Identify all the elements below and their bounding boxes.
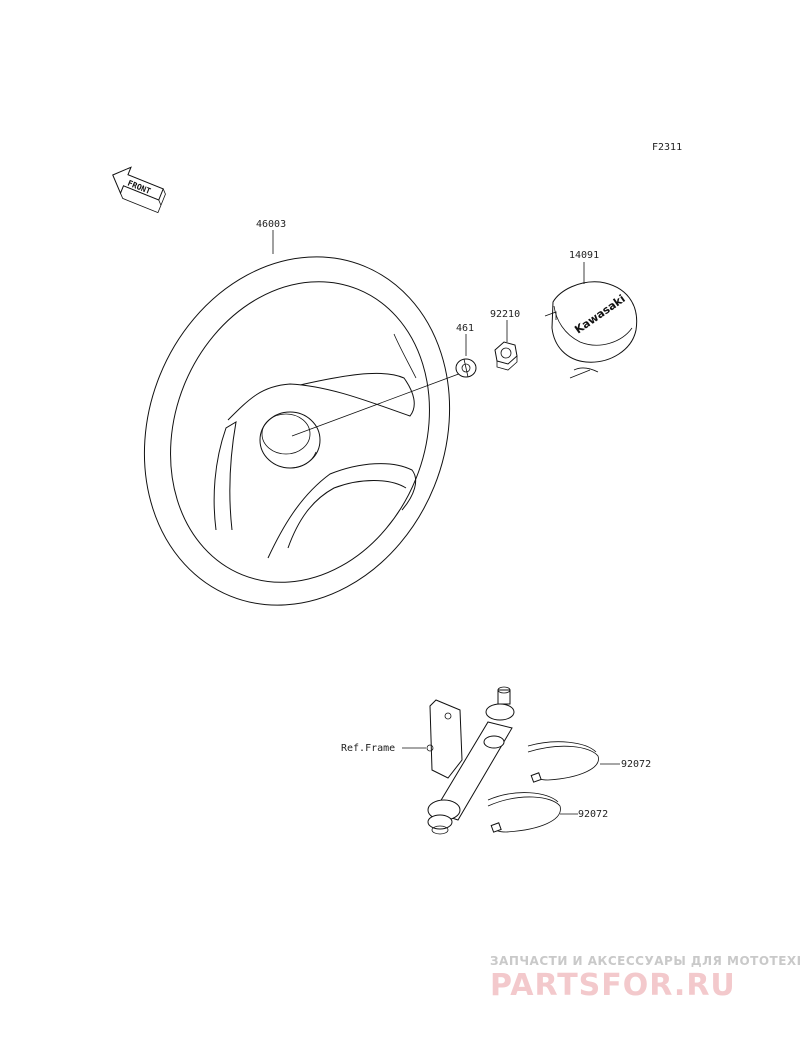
part-label-92210: 92210 [490, 309, 520, 320]
diagram-code: F2311 [652, 142, 682, 153]
part-label-14091: 14091 [569, 250, 599, 261]
cable-tie-lower [487, 792, 561, 833]
part-label-461: 461 [456, 323, 474, 334]
part-label-92072-upper: 92072 [621, 759, 651, 770]
lock-washer [455, 358, 477, 378]
watermark-tagline: ЗАПЧАСТИ И АКСЕССУАРЫ ДЛЯ МОТОТЕХНИКИ [490, 954, 800, 968]
watermark-brand: PARTSFOR.RU [490, 968, 736, 1003]
hex-nut [494, 341, 518, 371]
steering-cap: Kawasaki [544, 281, 638, 379]
part-label-46003: 46003 [256, 219, 286, 230]
steering-column [426, 686, 515, 835]
steering-wheel [143, 256, 451, 606]
cable-tie-upper [527, 741, 599, 783]
part-label-92072-lower: 92072 [578, 809, 608, 820]
front-arrow-icon: FRONT [112, 166, 166, 214]
part-label-ref-frame: Ref.Frame [341, 743, 395, 754]
assembly-axis-line [291, 371, 465, 437]
